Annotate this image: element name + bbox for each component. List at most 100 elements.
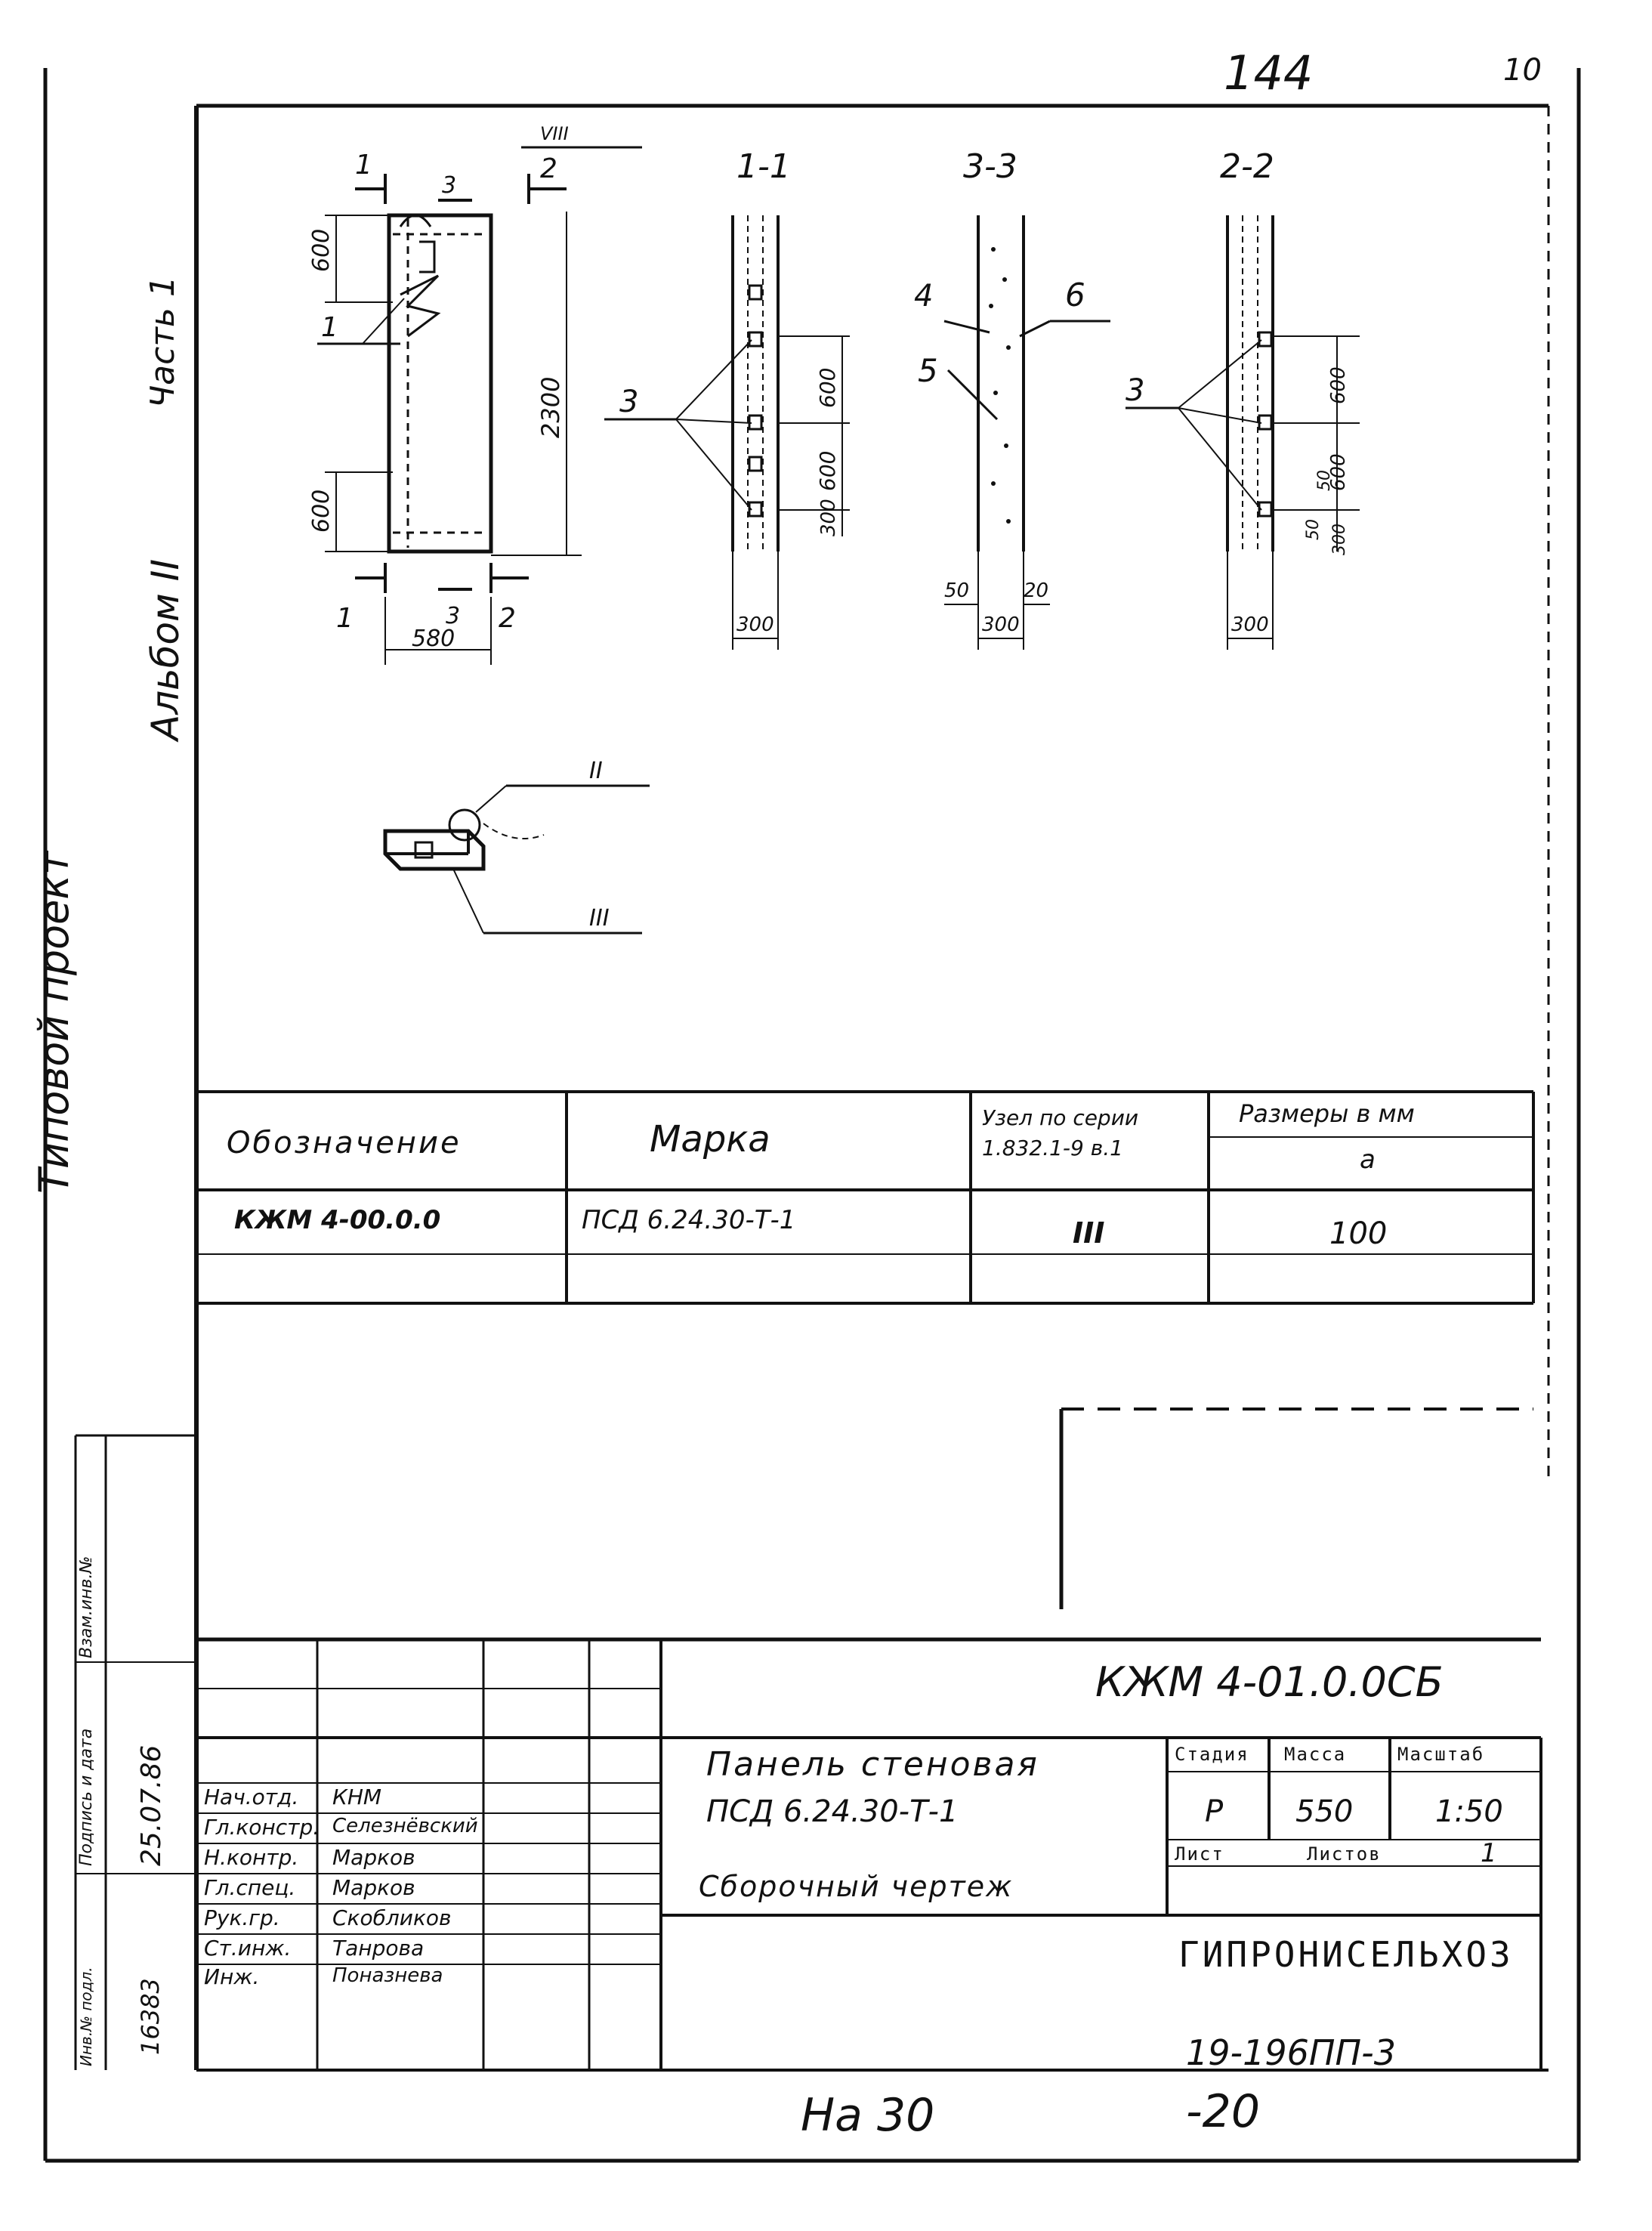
section-3-3-labels: 3-3 4 5 6 50 20 300 [914,147,1085,636]
binding-inv-no: 16383 [136,1978,165,2055]
section-2-2-dim-5: 50 [1304,519,1323,540]
spec-row-node: III [1073,1216,1105,1250]
section-1-1-width: 300 [736,613,774,636]
section-2-2 [1126,215,1360,650]
spec-row-designation: КЖМ 4-00.0.0 [234,1205,441,1235]
main-view [317,146,642,665]
bottom-code: 19-196ПП-3 [1186,2032,1396,2073]
section-2-2-labels: 2-2 3 600 600 50 300 50 300 [1126,147,1350,636]
sheets-label: Листов [1307,1843,1382,1865]
corner-number: 10 [1503,53,1542,88]
view-label-2-2: 2-2 [1220,147,1274,186]
section-1-1-dim-2: 600 [815,451,840,491]
sign-role-7: Инж. [204,1964,260,1989]
title-block-grid [196,1408,1542,2070]
binding-title-album: Альбом II [144,558,187,740]
spec-header-designation: Обозначение [227,1126,462,1160]
view-label-3-3: 3-3 [963,147,1017,186]
dim-height: 2300 [536,377,565,438]
sign-role-1: Нач.отд. [204,1784,299,1809]
sign-name-5: Скобликов [332,1905,452,1930]
binding-col-inv: Инв.№ подл. [77,1967,95,2066]
spec-row-mark: ПСД 6.24.30-Т-1 [582,1205,796,1235]
bottom-code-2: -20 [1186,2085,1260,2138]
node-label-ii: II [589,758,603,784]
view-label-1-1: 1-1 [736,147,791,186]
section-1-1-labels: 1-1 3 600 600 300 300 [619,147,840,636]
spec-header-node: Узел по серии 1.832.1-9 в.1 [982,1105,1139,1160]
section-2-2-dim-1: 600 [1327,366,1350,404]
dim-bottom: 600 [308,490,335,533]
stage-value: Р [1205,1794,1224,1829]
title-line-3: Сборочный чертеж [699,1870,1014,1903]
sign-name-2: Селезнёвский [332,1815,478,1837]
bottom-note: На 30 [801,2089,935,2142]
organization: ГИПРОНИСЕЛЬХОЗ [1178,1934,1514,1975]
small-view-labels: II III [589,758,610,932]
node-label-iii: III [589,905,610,932]
stage-label: Стадия [1175,1744,1249,1765]
doc-code: КЖМ 4-01.0.0СБ [1095,1658,1444,1706]
spec-header-sizes: Размеры в мм [1239,1099,1415,1128]
section-3-3-leader-6: 6 [1065,277,1085,314]
main-view-labels: 1 1 2 2 3 3 VIII 1 600 600 2300 580 [308,123,569,652]
binding-date: 25.07.86 [136,1744,167,1866]
section-2-2-dim-2: 600 [1327,453,1350,491]
section-2-2-dim-3: 50 [1315,470,1334,491]
cut-label-1-bottom: 1 [336,603,354,634]
cut-label-3: 3 [442,172,456,199]
cut-label-3-bottom: 3 [446,603,460,629]
sign-role-6: Ст.инж. [204,1936,292,1961]
cut-label-2: 2 [540,153,557,184]
sheet-label: Лист [1175,1843,1224,1865]
cut-label-1: 1 [355,150,372,181]
sign-name-4: Марков [332,1875,415,1900]
title-line-1: Панель стеновая [706,1745,1039,1784]
sign-name-1: КНМ [332,1784,382,1809]
sign-name-6: Танрова [332,1936,425,1961]
scale-label: Масштаб [1397,1744,1485,1765]
sheet-frame [43,68,1581,2163]
binding-col-replace: Взам.инв.№ [77,1556,96,1658]
sign-name-7: Поназнева [332,1964,443,1987]
section-3-3-dots [989,247,1011,524]
section-1-1-dim-1: 600 [815,368,840,408]
section-3-3-width: 300 [982,613,1020,636]
section-3-3 [943,215,1110,650]
sign-role-2: Гл.констр. [204,1815,320,1840]
mass-value: 550 [1295,1794,1354,1829]
section-2-2-dim-4: 300 [1330,524,1349,555]
section-2-2-width: 300 [1231,613,1269,636]
node-label-viii: VIII [540,123,569,144]
dim-top: 600 [308,229,335,272]
spec-table-grid [196,1090,1535,1305]
binding-col-sign: Подпись и дата [77,1728,96,1866]
sign-name-3: Марков [332,1845,415,1870]
section-3-3-dim-50: 50 [944,579,969,602]
section-2-2-leader: 3 [1126,373,1144,408]
sheets-count: 1 [1481,1838,1497,1868]
dim-width: 580 [412,626,455,652]
cut-label-2-bottom: 2 [499,603,516,634]
section-1-1 [604,215,850,650]
sign-role-3: Н.контр. [204,1845,299,1870]
section-1-1-dim-3: 300 [817,499,840,536]
section-3-3-leader-5: 5 [918,352,938,389]
small-view [383,784,650,935]
spec-header-size-a: а [1360,1145,1376,1175]
binding-title-project: Типовой проект [30,851,78,1194]
mass-label: Масса [1284,1744,1347,1765]
sign-role-5: Рук.гр. [204,1905,280,1930]
binding-title-part: Часть 1 [144,276,182,408]
leader-label-1: 1 [321,312,338,343]
spec-header-mark: Марка [650,1118,770,1160]
spec-row-a: 100 [1329,1216,1388,1251]
scale-value: 1:50 [1435,1794,1503,1829]
section-3-3-leader-4: 4 [914,279,933,314]
section-3-3-dim-20: 20 [1024,579,1048,602]
sign-role-4: Гл.спец. [204,1875,296,1900]
title-line-2: ПСД 6.24.30-Т-1 [706,1794,959,1829]
sheet-number: 144 [1224,45,1314,100]
section-1-1-leader: 3 [619,385,638,419]
